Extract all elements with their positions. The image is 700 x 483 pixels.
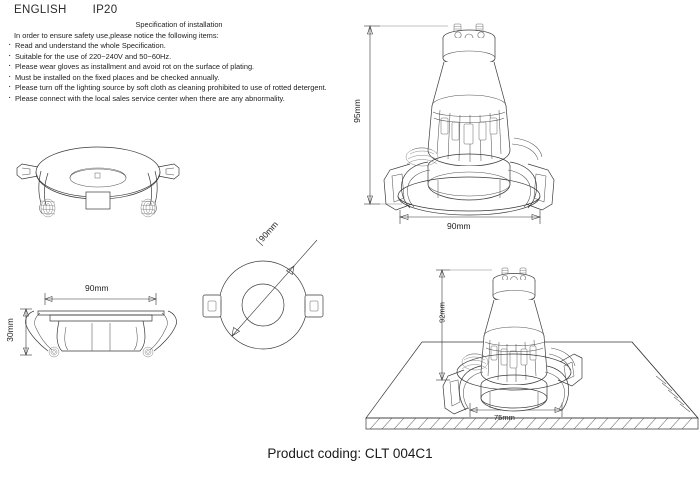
list-item: Please turn off the lighting source by s…: [8, 82, 338, 94]
list-item: Suitable for the use of 220~240V and 50~…: [8, 51, 338, 63]
list-item: Must be installed on the fixed places an…: [8, 72, 338, 84]
list-item: Please connect with the local sales serv…: [8, 93, 338, 105]
list-item: Please wear gloves as installment and av…: [8, 61, 338, 73]
header: ENGLISH IP20: [14, 4, 117, 16]
installed-height-dimension-label: 92mm: [437, 302, 447, 323]
specification-title: Specification of installation: [135, 20, 223, 29]
elevation-height-dimension-label: 95mm: [352, 99, 362, 123]
side-section-drawing: 90mm 30mm: [4, 283, 179, 361]
plan-diameter-dimension-label: ⌠90mm: [253, 219, 280, 248]
language-label: ENGLISH: [14, 4, 67, 16]
product-coding-label: Product coding: CLT 004C1: [267, 446, 433, 461]
perspective-view-drawing: [8, 135, 188, 235]
ip-rating-label: IP20: [92, 4, 118, 16]
elevation-width-dimension-label: 90mm: [447, 221, 471, 231]
specification-intro: In order to ensure safety use,please not…: [14, 31, 219, 40]
specification-list: Read and understand the whole Specificat…: [8, 40, 338, 105]
plan-view-drawing: ⌠90mm: [195, 219, 335, 360]
front-elevation-drawing: 95mm 90mm: [340, 14, 570, 239]
installed-view-drawing: 92mm 75mm: [360, 258, 700, 443]
side-height-dimension-label: 30mm: [5, 318, 15, 342]
specification-block: Specification of installation In order t…: [8, 20, 338, 105]
list-item: Read and understand the whole Specificat…: [8, 40, 338, 52]
installed-cutout-dimension-label: 75mm: [494, 413, 515, 422]
side-width-dimension-label: 90mm: [85, 283, 109, 293]
